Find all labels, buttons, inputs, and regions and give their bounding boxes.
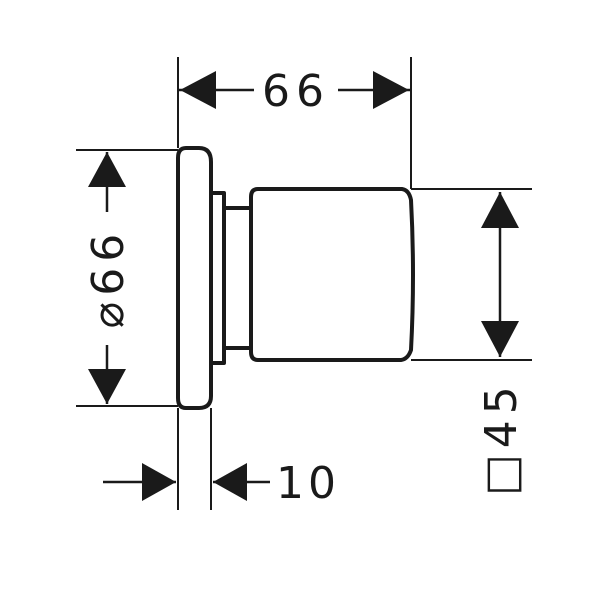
- dim-text-diameter-66: ⌀66: [83, 228, 134, 328]
- rosette-plate: [176, 146, 213, 410]
- arrowhead-right: [142, 463, 176, 501]
- arrowhead-up: [88, 152, 126, 187]
- dimension-square: □45: [476, 192, 527, 496]
- arrowhead-down: [481, 321, 519, 357]
- dimension-diameter: ⌀66: [83, 152, 134, 404]
- dim-text-square-45: □45: [476, 380, 527, 496]
- step-collar: [211, 191, 226, 365]
- arrowhead-up: [481, 192, 519, 228]
- arrowhead-right: [373, 71, 409, 109]
- spindle: [224, 206, 251, 350]
- arrowhead-left: [180, 71, 216, 109]
- arrowhead-down: [88, 369, 126, 404]
- dimension-top-width: 66: [178, 66, 411, 117]
- dim-text-10: 10: [276, 458, 340, 509]
- dimension-flange-thickness: 10: [103, 458, 340, 509]
- square-handle: [249, 187, 415, 362]
- arrowhead-left: [213, 463, 247, 501]
- dim-text-66-top: 66: [262, 66, 330, 117]
- extension-lines: [76, 57, 532, 510]
- part-outline: [176, 146, 415, 410]
